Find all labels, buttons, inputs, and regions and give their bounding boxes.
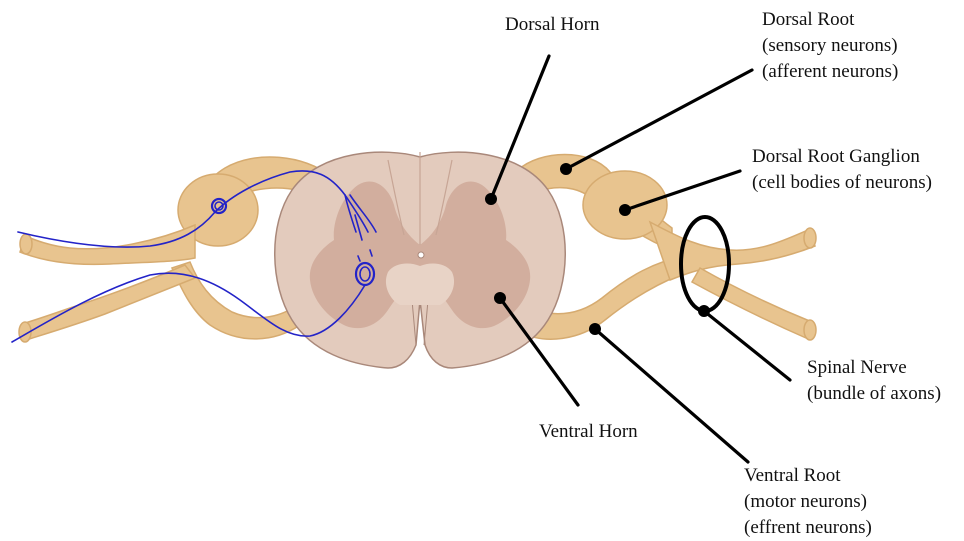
ventral-root-label: Ventral Root (motor neurons) (effrent ne…	[744, 463, 872, 541]
dorsal-horn-title: Dorsal Horn	[505, 12, 599, 38]
dorsal-horn-label: Dorsal Horn	[505, 12, 599, 38]
ventral-root-subtitle-2: (effrent neurons)	[744, 515, 872, 541]
ganglion-subtitle: (cell bodies of neurons)	[752, 170, 932, 196]
dorsal-root-dot	[560, 163, 572, 175]
central-canal	[418, 252, 424, 258]
spinal-nerve-lower-branch	[692, 268, 812, 338]
ventral-root-title: Ventral Root	[744, 463, 872, 489]
left-spinal-nerve-trunk	[20, 225, 195, 264]
dorsal-root-title: Dorsal Root	[762, 7, 898, 33]
spinal-nerve-title: Spinal Nerve	[807, 355, 941, 381]
dorsal-root-pointer	[566, 70, 752, 169]
ventral-root-subtitle-1: (motor neurons)	[744, 489, 872, 515]
dorsal-root-subtitle-1: (sensory neurons)	[762, 33, 898, 59]
dorsal-horn-dot	[485, 193, 497, 205]
dorsal-root-subtitle-2: (afferent neurons)	[762, 59, 898, 85]
ganglion-title: Dorsal Root Ganglion	[752, 144, 932, 170]
ventral-horn-dot	[494, 292, 506, 304]
dorsal-root-ganglion-label: Dorsal Root Ganglion (cell bodies of neu…	[752, 144, 932, 196]
left-spinal-nerve-lower-branch	[22, 265, 195, 340]
spinal-nerve-trunk	[650, 222, 815, 280]
spinal-cord-section	[275, 152, 566, 368]
ganglion-dot	[619, 204, 631, 216]
spinal-nerve-label: Spinal Nerve (bundle of axons)	[807, 355, 941, 407]
ventral-root-dot	[589, 323, 601, 335]
spinal-nerve-dot	[698, 305, 710, 317]
ventral-horn-title: Ventral Horn	[539, 419, 638, 445]
ventral-horn-label: Ventral Horn	[539, 419, 638, 445]
spinal-nerve-subtitle: (bundle of axons)	[807, 381, 941, 407]
dorsal-root-label: Dorsal Root (sensory neurons) (afferent …	[762, 7, 898, 85]
